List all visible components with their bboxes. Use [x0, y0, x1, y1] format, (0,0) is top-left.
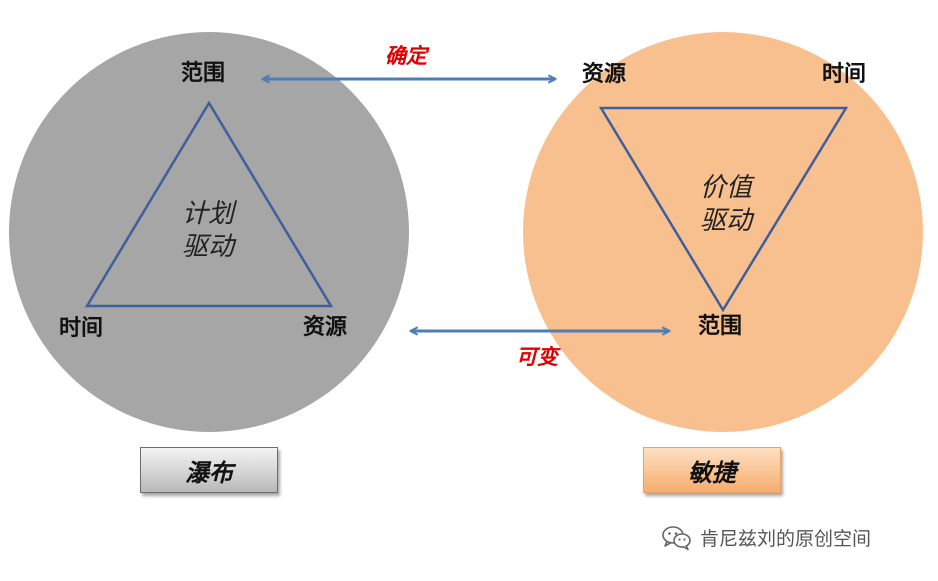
waterfall-triangle — [84, 100, 334, 308]
wechat-icon — [662, 525, 691, 550]
waterfall-center-line1: 计划 — [181, 199, 234, 229]
waterfall-resource-label: 资源 — [303, 315, 348, 340]
agile-center-text: 价值 驱动 — [666, 172, 786, 237]
waterfall-center-text: 计划 驱动 — [148, 198, 268, 263]
agile-time-label: 时间 — [822, 62, 867, 87]
fixed-label: 确定 — [385, 44, 427, 68]
waterfall-circle — [9, 32, 409, 432]
waterfall-box: 瀑布 — [140, 447, 278, 493]
waterfall-box-label: 瀑布 — [185, 458, 233, 487]
agile-scope-label: 范围 — [698, 314, 743, 339]
agile-center-line2: 驱动 — [699, 205, 752, 236]
waterfall-scope-label: 范围 — [181, 61, 226, 86]
agile-resource-label: 资源 — [582, 62, 627, 87]
watermark-text: 肯尼兹刘的原创空间 — [700, 528, 872, 550]
waterfall-time-label: 时间 — [59, 316, 104, 341]
variable-label: 可变 — [516, 345, 558, 369]
agile-box-label: 敏捷 — [688, 458, 736, 487]
agile-box: 敏捷 — [643, 447, 781, 493]
waterfall-center-line2: 驱动 — [181, 231, 234, 262]
watermark: 肯尼兹刘的原创空间 — [662, 524, 871, 551]
agile-center-line1: 价值 — [699, 173, 752, 203]
agile-triangle — [598, 106, 849, 313]
